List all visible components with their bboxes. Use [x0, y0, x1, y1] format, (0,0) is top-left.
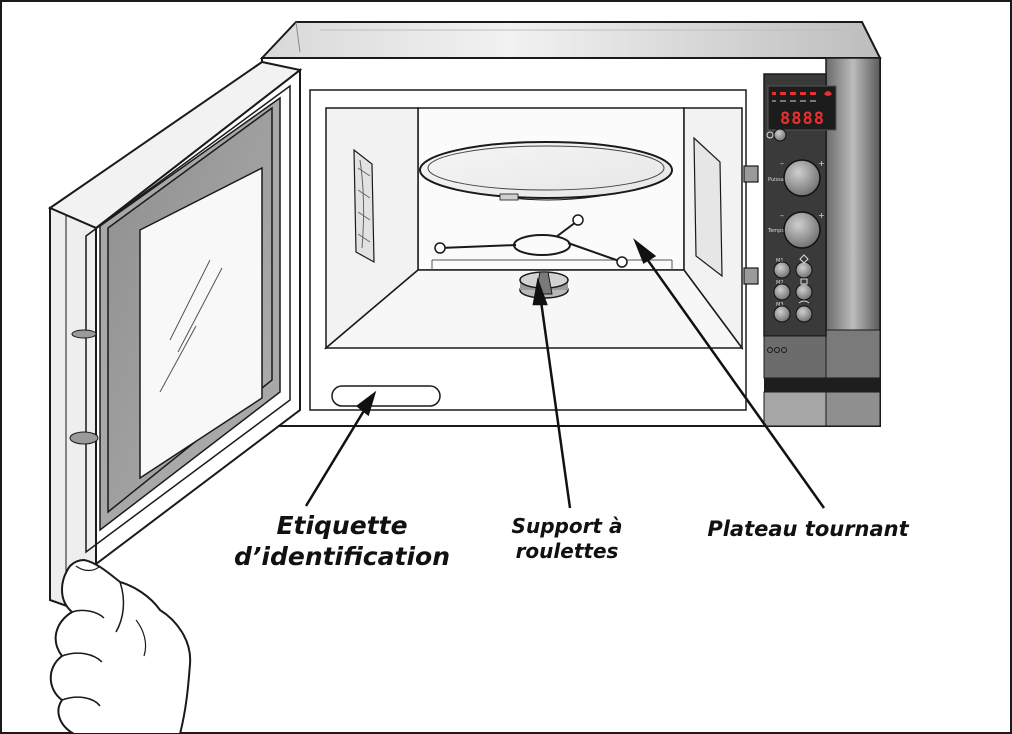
- m1-label: M1: [776, 258, 784, 264]
- hand-illustration: [49, 558, 192, 734]
- id-label-plate: [331, 385, 441, 407]
- clock-button[interactable]: [773, 128, 787, 142]
- clock-icon: [766, 131, 774, 139]
- time-dial[interactable]: [783, 211, 821, 249]
- top-panel: [259, 21, 882, 59]
- svg-text:+: +: [818, 159, 825, 168]
- m2-button[interactable]: [773, 283, 791, 301]
- door-release-dots: [767, 347, 787, 353]
- m3-label: M3: [776, 302, 784, 308]
- m1-button[interactable]: [773, 261, 791, 279]
- open-door: [47, 60, 303, 612]
- label-turntable: Plateau tournant: [688, 516, 928, 542]
- display-digits: 8888: [780, 109, 825, 129]
- svg-text:–: –: [780, 211, 784, 220]
- arrow-etiquette: [304, 403, 370, 507]
- roller-support: [434, 214, 628, 268]
- label-turntable-line-1: Plateau tournant: [707, 517, 909, 541]
- start-icon: [799, 254, 809, 264]
- door-latch-upper: [71, 329, 97, 339]
- m3-button[interactable]: [773, 305, 791, 323]
- latch-slot-lower: [743, 267, 759, 285]
- power-dial-label: Puissance: [768, 177, 793, 183]
- label-roller-support-line-2: roulettes: [515, 539, 619, 563]
- time-dial-label: Temps: [767, 228, 784, 234]
- label-id-tag: Etiquette d’identification: [232, 510, 452, 573]
- stop-button[interactable]: [795, 283, 813, 301]
- svg-text:–: –: [780, 159, 784, 168]
- waveguide-cover: [693, 136, 723, 278]
- label-id-tag-line-2: d’identification: [234, 542, 450, 572]
- glass-turntable: [419, 141, 673, 201]
- label-roller-support-line-1: Support à: [511, 514, 623, 538]
- display-indicators: [772, 91, 832, 96]
- drive-coupler: [519, 271, 569, 299]
- stop-icon: [800, 278, 808, 285]
- control-panel: 8888 Puissance – + Temps – + M1 M2 M3: [763, 73, 837, 427]
- m2-label: M2: [776, 280, 784, 286]
- door-latch-lower: [69, 431, 99, 445]
- defrost-button[interactable]: [795, 305, 813, 323]
- callout-arrows: [304, 238, 826, 509]
- defrost-icon: [798, 300, 810, 304]
- start-button[interactable]: [795, 261, 813, 279]
- label-roller-support: Support à roulettes: [492, 514, 642, 564]
- arrow-plateau: [640, 251, 826, 509]
- label-id-tag-line-1: Etiquette: [276, 511, 408, 540]
- latch-slot-upper: [743, 165, 759, 183]
- arrow-support: [538, 293, 572, 509]
- power-dial[interactable]: [783, 159, 821, 197]
- svg-text:+: +: [818, 211, 825, 220]
